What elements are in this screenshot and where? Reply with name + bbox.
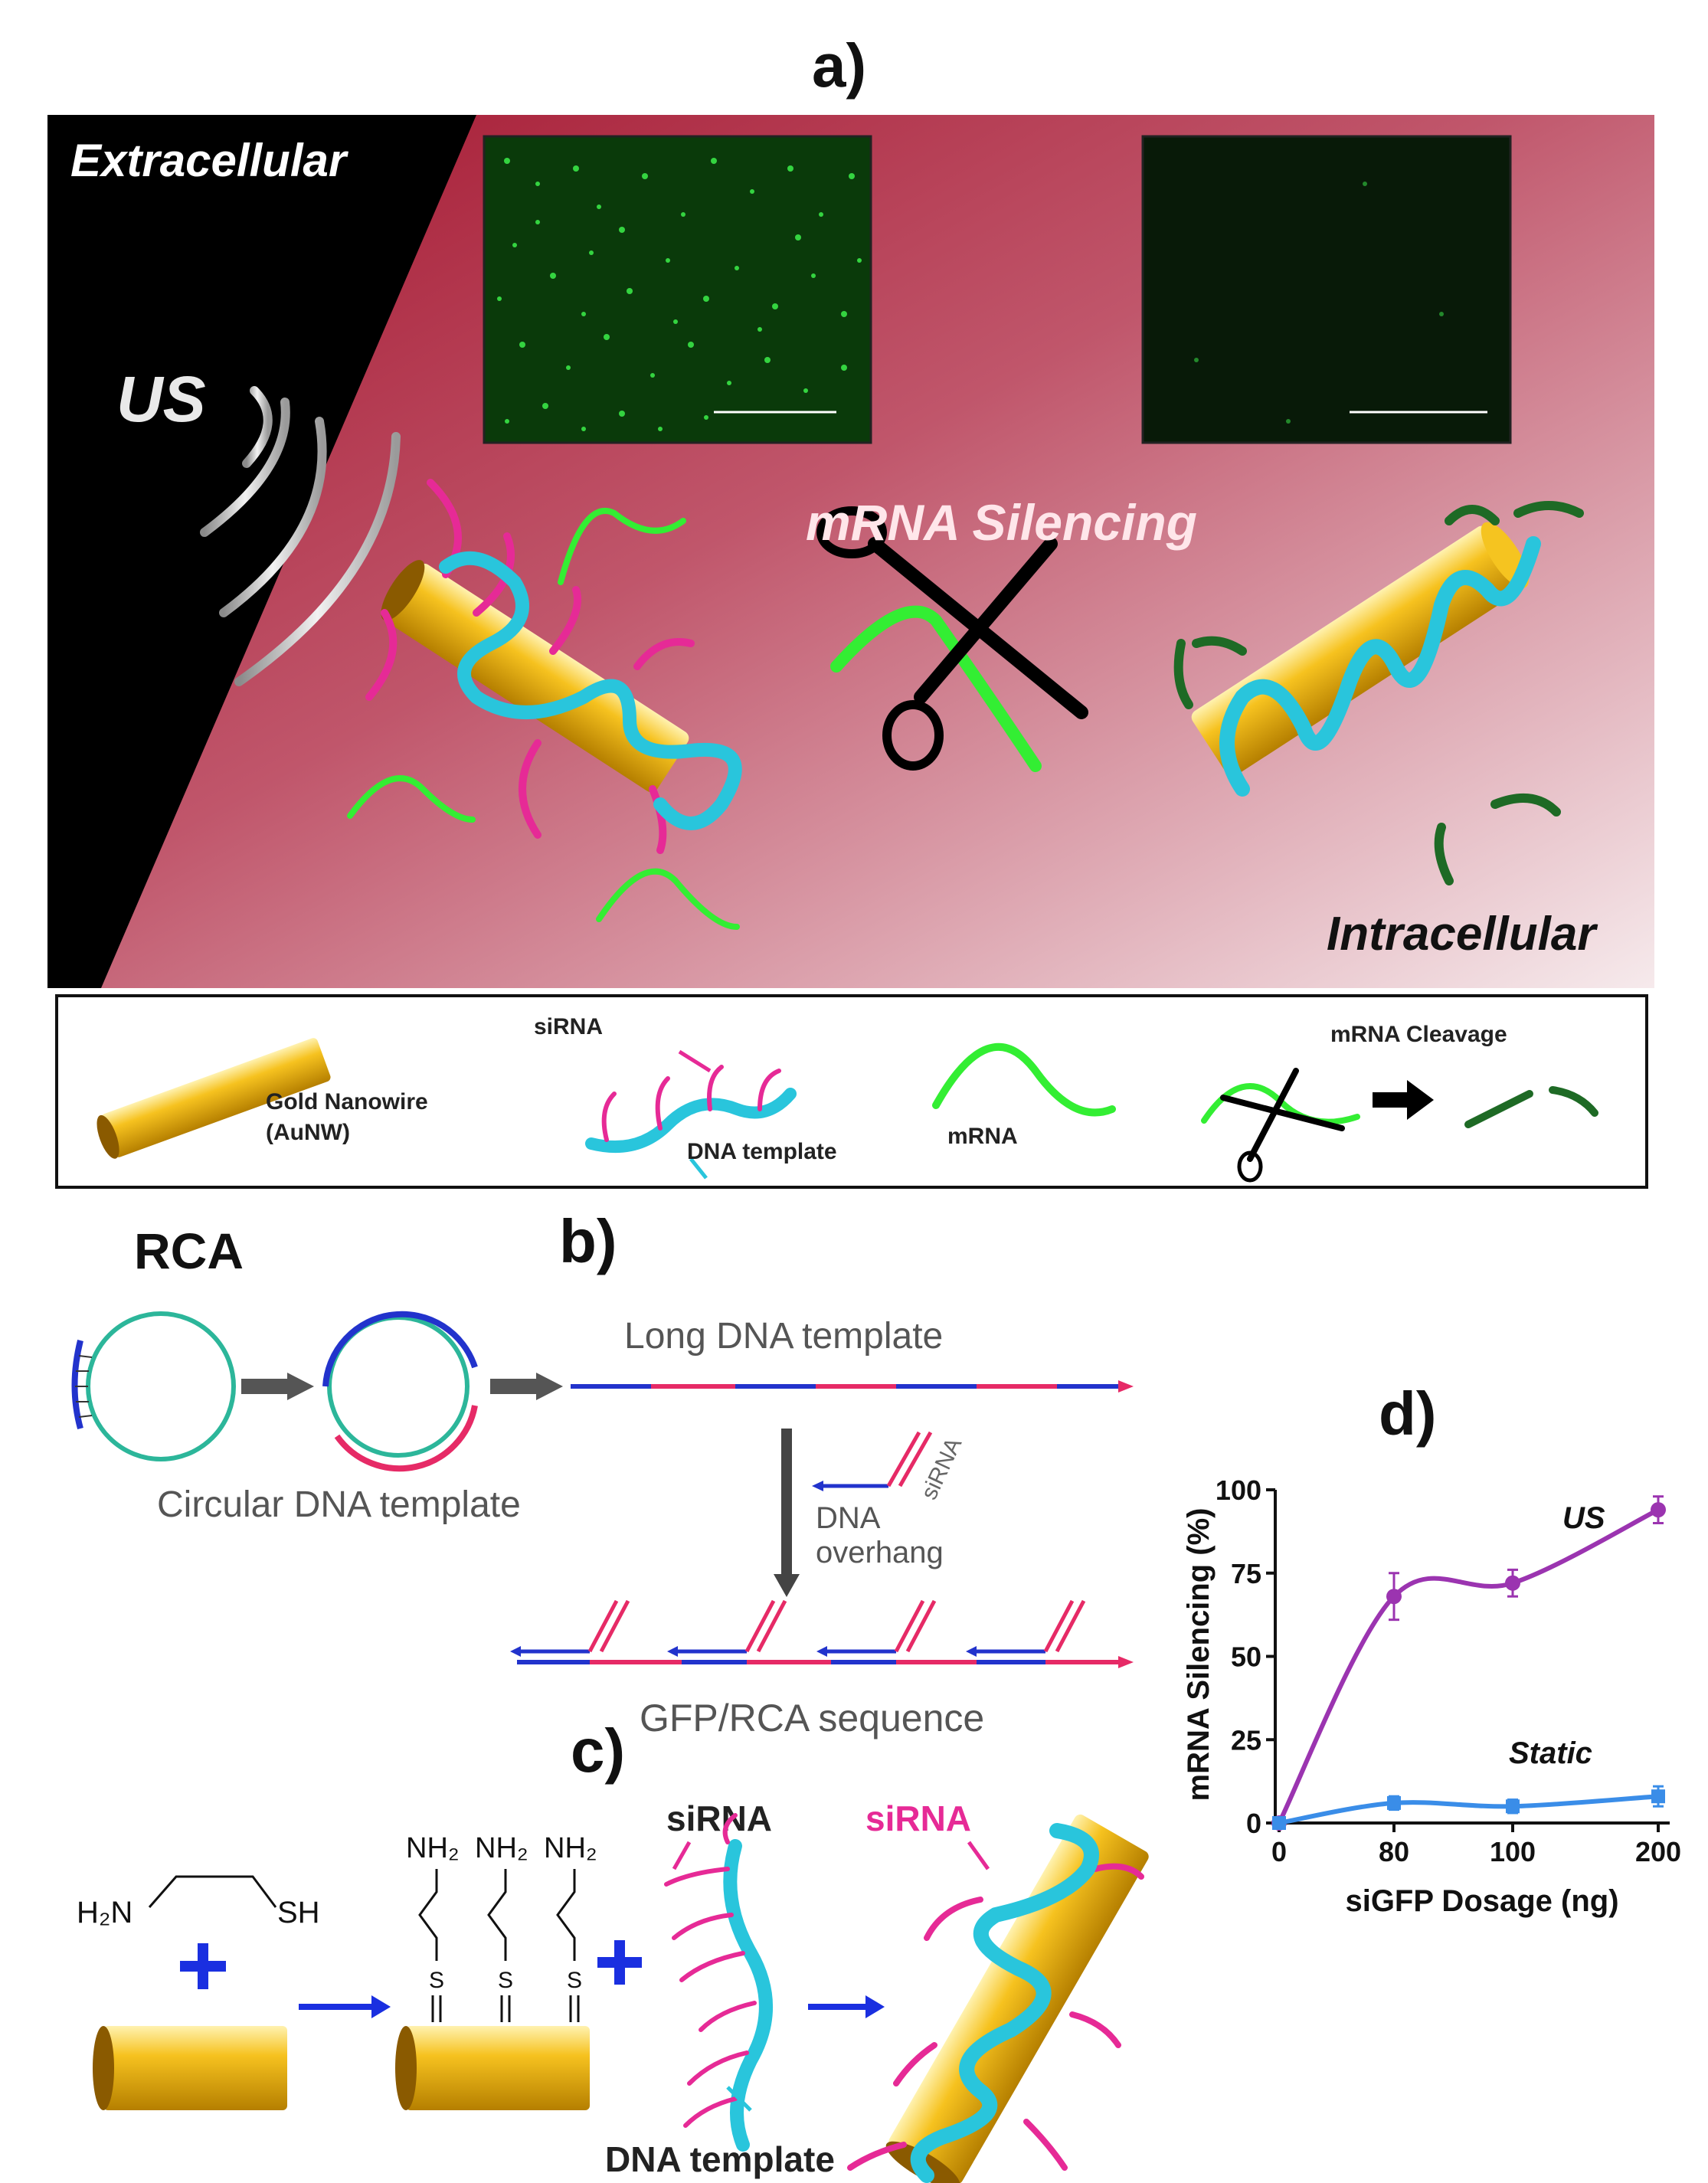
x-tick-label: 0 [1271, 1836, 1287, 1867]
nh2-label-3: NH₂ [544, 1832, 597, 1864]
overhang-label: overhang [816, 1536, 944, 1569]
scissors-icon [816, 506, 1088, 772]
legend-box: Gold Nanowire (AuNW) siRNA DNA template … [55, 994, 1648, 1189]
h2n-label: H₂N [77, 1896, 133, 1929]
fluorescent-dots [497, 158, 862, 431]
legend-sirna: siRNA [534, 1014, 603, 1039]
legend-arrow-icon [1373, 1080, 1434, 1120]
legend-mrna-cleavage: mRNA Cleavage [1330, 1022, 1507, 1047]
nh2-label-2: NH₂ [475, 1832, 528, 1864]
legend-aunw: (AuNW) [266, 1120, 350, 1145]
sirna-label-c-left: siRNA [666, 1798, 772, 1838]
long-dna-template-label: Long DNA template [624, 1316, 943, 1357]
legend-cleaved-fragments-icon [1464, 1086, 1598, 1128]
legend-nanowire-icon [97, 1038, 331, 1159]
panel-label-c: c) [571, 1717, 626, 1785]
data-point-static [1651, 1789, 1665, 1804]
chart-xlabel: siGFP Dosage (ng) [1345, 1884, 1618, 1918]
series-label-us: US [1562, 1501, 1605, 1535]
final-complex [847, 1814, 1149, 2183]
circular-dna-template-label: Circular DNA template [157, 1484, 521, 1525]
series-label-static: Static [1509, 1736, 1592, 1770]
s-label-3: S [567, 1968, 582, 1993]
extracellular-label: Extracellular [70, 135, 349, 186]
panel-label-d: d) [1379, 1380, 1437, 1448]
ultrasound-waves [200, 386, 401, 686]
y-tick-label: 50 [1231, 1641, 1261, 1673]
data-point-static [1506, 1799, 1520, 1814]
nanowire-complex-right [1191, 522, 1541, 797]
rca-label: RCA [134, 1222, 244, 1279]
nanowire-complex-left [365, 479, 742, 854]
micrograph-silenced [1141, 135, 1512, 444]
x-tick-label: 80 [1379, 1836, 1409, 1867]
legend-dna-template: DNA template [687, 1139, 837, 1164]
legend-mrna: mRNA [947, 1124, 1018, 1149]
data-point-us [1505, 1575, 1520, 1591]
s-label-2: S [498, 1968, 513, 1993]
data-point-us [1651, 1502, 1666, 1518]
y-tick-label: 0 [1246, 1808, 1261, 1839]
data-point-static [1272, 1816, 1286, 1830]
mrna-silencing-label: mRNA Silencing [806, 494, 1197, 551]
data-point-us [1386, 1589, 1402, 1605]
overhang-repeats [510, 1599, 1086, 1657]
y-tick-label: 25 [1231, 1724, 1261, 1756]
panel-label-a: a) [812, 31, 867, 100]
legend-mrna-icon [932, 1042, 1116, 1117]
silencing-chart: 0 25 50 75 100 0 80 100 200 US Static mRNA Silenci… [1182, 1474, 1681, 1918]
s-label-1: S [429, 1968, 444, 1993]
us-label: US [116, 363, 206, 435]
data-point-static [1387, 1795, 1401, 1810]
y-tick-label: 100 [1216, 1474, 1261, 1506]
panel-b-diagram: Long DNA template Circular DNA template … [71, 1311, 1134, 1740]
legend-scissors-icon [1201, 1068, 1360, 1183]
x-tick-label: 100 [1490, 1836, 1536, 1867]
panel-a-illustration: Extracellular US mRNA Silencing Intracel… [47, 115, 1654, 988]
sirna-label-c-right: siRNA [865, 1798, 971, 1838]
dna-template-label-c: DNA template [605, 2139, 835, 2179]
series-line-static [1278, 1794, 1659, 1825]
micrograph-fluorescent [483, 135, 872, 444]
panel-label-b: b) [559, 1207, 617, 1275]
x-tick-label: 200 [1635, 1836, 1681, 1867]
cleaved-mrna-fragments [1173, 501, 1584, 885]
dna-label: DNA [816, 1501, 881, 1535]
mrna-strands [347, 507, 740, 930]
nh2-label-1: NH₂ [406, 1832, 460, 1864]
legend-gold-nanowire: Gold Nanowire [266, 1089, 428, 1114]
sh-label: SH [277, 1896, 320, 1929]
panel-c-diagram: H₂N SH NH₂ NH₂ NH₂ S S S siRNA DNA templ… [77, 1798, 1149, 2183]
gfp-rca-sequence-label: GFP/RCA sequence [640, 1697, 984, 1740]
intracellular-label: Intracellular [1327, 908, 1598, 961]
legend-sirna-dna-icon [585, 1049, 797, 1180]
series-line-us [1277, 1507, 1660, 1825]
chart-ylabel: mRNA Silencing (%) [1182, 1508, 1216, 1802]
y-tick-label: 75 [1231, 1558, 1261, 1589]
